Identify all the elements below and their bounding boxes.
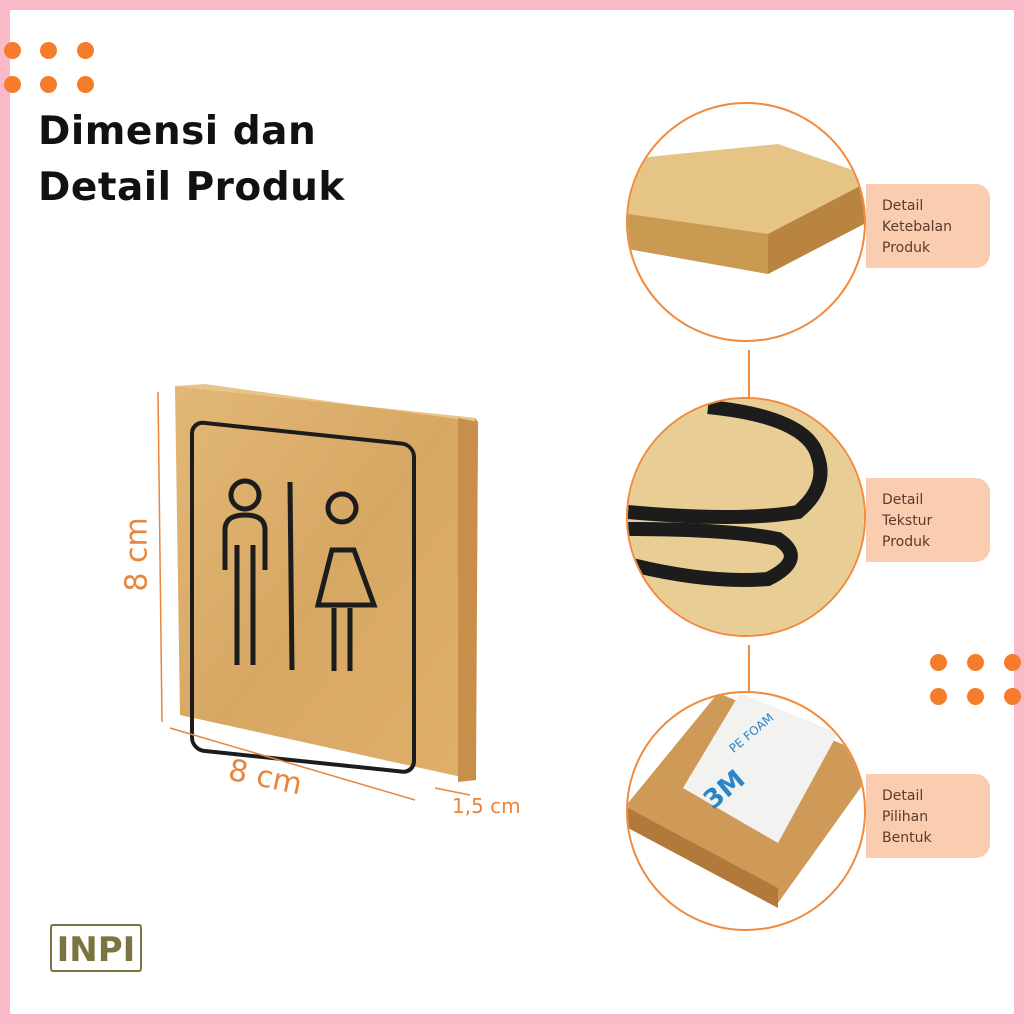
title-line-1: Dimensi dan — [38, 109, 317, 154]
dimension-depth: 1,5 cm — [452, 794, 521, 818]
page-title: Dimensi dan Detail Produk — [38, 104, 345, 216]
detail-thickness-image — [626, 102, 866, 342]
dimension-height: 8 cm — [119, 517, 155, 592]
brand-logo: INPI — [50, 924, 142, 972]
product-image — [157, 384, 478, 801]
connector-line — [748, 645, 750, 691]
title-line-2: Detail Produk — [38, 165, 345, 210]
connector-line — [748, 350, 750, 400]
detail-texture-image — [626, 397, 866, 637]
